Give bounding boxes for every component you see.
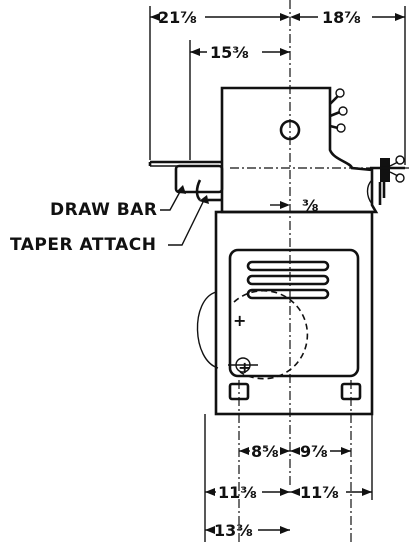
feed-crank	[366, 155, 405, 205]
table-extension	[148, 160, 224, 201]
access-door	[228, 248, 360, 378]
dim-leg-right: 9⅞	[300, 442, 328, 461]
callouts: DRAW BAR TAPER ATTACH	[10, 185, 209, 255]
head-casting	[208, 86, 405, 214]
dim-left-inner: 15⅜	[210, 43, 249, 62]
label-taper-attach: TAPER ATTACH	[10, 235, 156, 255]
bottom-dimensions: 8⅝ 9⅞ 11⅜ 11⅞ 13⅜	[205, 442, 372, 540]
offset-dimension: ⅜	[270, 196, 319, 215]
dim-center-offset: ⅜	[302, 196, 319, 215]
dim-base-right: 11⅞	[300, 483, 339, 502]
top-dimensions: 21⅞ 18⅞ 15⅜	[149, 6, 406, 165]
dim-right-overall: 18⅞	[322, 8, 361, 27]
svg-text:+: +	[233, 311, 246, 330]
spindle-hub	[279, 119, 301, 141]
dim-base-left: 11⅜	[218, 483, 257, 502]
dim-leg-left: 8⅝	[251, 442, 279, 461]
motor-outline	[233, 289, 309, 380]
label-draw-bar: DRAW BAR	[50, 200, 157, 220]
column-body: + +	[196, 210, 374, 416]
vent-louvres	[246, 260, 330, 300]
leveling-feet	[204, 380, 373, 542]
control-handles	[329, 88, 348, 133]
dim-bottom: 13⅜	[214, 521, 253, 540]
dim-left-overall: 21⅞	[158, 8, 197, 27]
centerlines	[230, 0, 410, 485]
